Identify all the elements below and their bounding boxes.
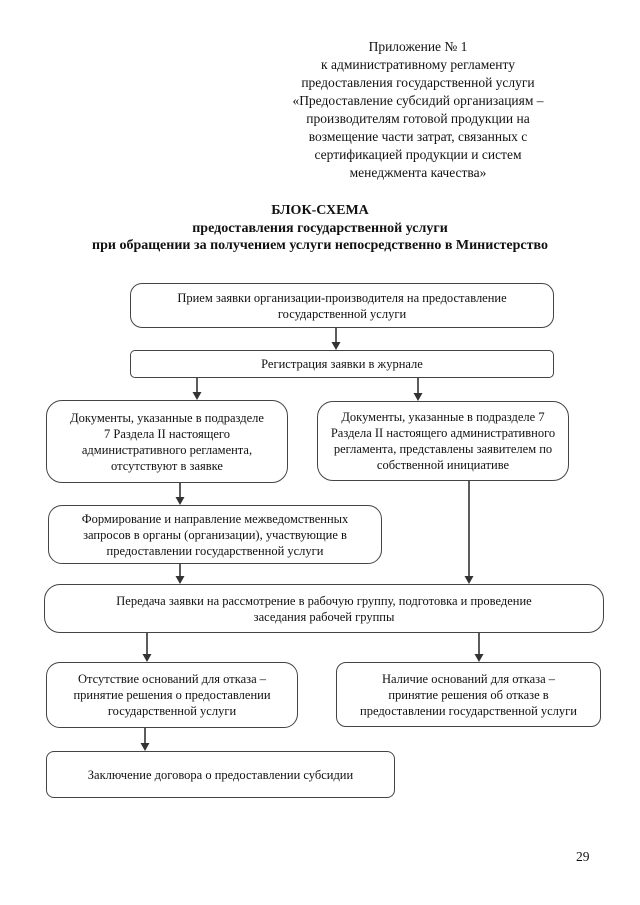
arrow-docs-provided-to-transfer bbox=[464, 481, 474, 584]
flowchart-node-refusal-grounds: Наличие оснований для отказа – принятие … bbox=[336, 662, 601, 727]
header-line: возмещение части затрат, связанных с bbox=[308, 129, 528, 144]
node-label: Прием заявки организации-производителя н… bbox=[177, 290, 507, 321]
header-line: сертификацией продукции и систем bbox=[314, 147, 522, 162]
flowchart-node-no-refusal-grounds: Отсутствие оснований для отказа – принят… bbox=[46, 662, 298, 728]
header-line: Приложение № 1 bbox=[368, 39, 468, 54]
node-label: Заключение договора о предоставлении суб… bbox=[87, 767, 354, 782]
node-label: Передача заявки на рассмотрение в рабочу… bbox=[116, 593, 532, 624]
arrow-docs-missing-to-requests bbox=[175, 483, 185, 505]
arrow-register-to-docs-provided bbox=[413, 378, 423, 401]
flowchart-node-documents-provided: Документы, указанные в подразделе 7 Разд… bbox=[317, 401, 569, 481]
header-line: «Предоставление субсидий организациям – bbox=[292, 93, 544, 108]
node-label: Наличие оснований для отказа – принятие … bbox=[360, 671, 577, 718]
node-label: Документы, указанные в подразделе 7 Разд… bbox=[70, 410, 264, 473]
flowchart-node-register-journal: Регистрация заявки в журнале bbox=[130, 350, 554, 378]
header-line: к административному регламенту bbox=[321, 57, 515, 72]
page-number: 29 bbox=[576, 849, 590, 864]
arrow-no-grounds-to-contract bbox=[140, 728, 150, 751]
arrow-register-to-docs-missing bbox=[192, 378, 202, 400]
flowchart-node-subsidy-contract: Заключение договора о предоставлении суб… bbox=[46, 751, 395, 798]
node-label: Регистрация заявки в журнале bbox=[261, 357, 423, 371]
header-line: производителям готовой продукции на bbox=[306, 111, 530, 126]
flowchart-node-accept-application: Прием заявки организации-производителя н… bbox=[130, 283, 554, 328]
arrow-transfer-to-grounds bbox=[474, 633, 484, 662]
title-line: БЛОК-СХЕМА bbox=[271, 203, 369, 218]
arrow-accept-to-register bbox=[331, 327, 341, 350]
node-label: Отсутствие оснований для отказа – принят… bbox=[73, 672, 271, 718]
node-label: Формирование и направление межведомствен… bbox=[81, 511, 349, 558]
node-label: Документы, указанные в подразделе 7 Разд… bbox=[330, 410, 556, 472]
arrow-requests-to-transfer bbox=[175, 564, 185, 584]
flowchart-node-working-group-review: Передача заявки на рассмотрение в рабочу… bbox=[44, 584, 604, 633]
appendix-header: Приложение № 1 к административному регла… bbox=[262, 38, 574, 182]
header-line: менеджмента качества» bbox=[349, 165, 487, 180]
title-line: предоставления государственной услуги bbox=[192, 220, 448, 236]
header-line: предоставления государственной услуги bbox=[301, 75, 535, 90]
flowchart-node-interagency-requests: Формирование и направление межведомствен… bbox=[48, 505, 382, 564]
title-line: при обращении за получением услуги непос… bbox=[92, 238, 548, 253]
flowchart-node-documents-missing: Документы, указанные в подразделе 7 Разд… bbox=[46, 400, 288, 483]
arrow-transfer-to-no-grounds bbox=[142, 633, 152, 662]
page-title: БЛОК-СХЕМА предоставления государственно… bbox=[20, 202, 620, 255]
